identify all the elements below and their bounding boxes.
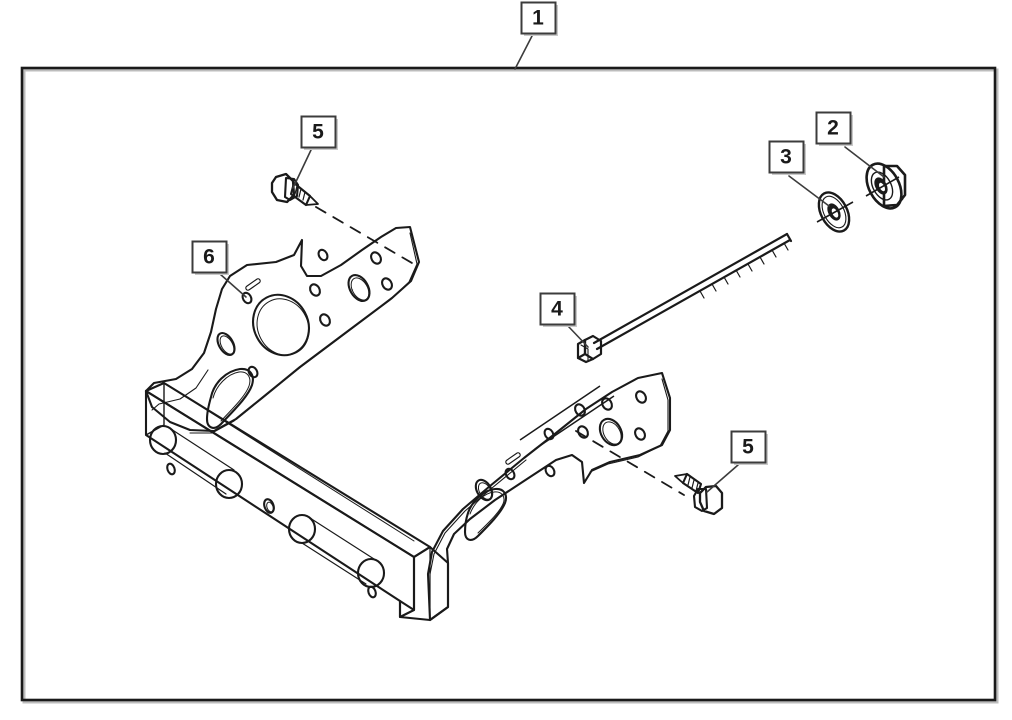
leader-3	[788, 175, 830, 207]
frame-cross-member	[144, 381, 450, 622]
long-bolt	[576, 232, 793, 364]
assembly-lines	[315, 206, 685, 496]
right-bracket-arm	[426, 371, 672, 622]
callout-5-lower[interactable]: 5	[730, 430, 769, 466]
leader-4	[567, 325, 589, 348]
assembly-solid-leads	[519, 385, 615, 450]
callout-1[interactable]: 1	[520, 1, 559, 37]
callout-leaders	[219, 35, 885, 493]
washer	[816, 191, 854, 233]
flange-bolt-upper	[270, 172, 319, 207]
left-bracket-arm	[144, 225, 421, 434]
callout-2[interactable]: 2	[815, 111, 854, 147]
nut	[865, 162, 907, 210]
leader-1	[514, 35, 533, 70]
assembly-frame-border	[20, 66, 999, 704]
leader-5-lower	[706, 464, 739, 493]
long-bolt-head	[576, 334, 603, 364]
mower-deck-frame	[144, 225, 672, 622]
callout-3[interactable]: 3	[768, 140, 807, 176]
callout-6[interactable]: 6	[191, 240, 230, 276]
callout-4[interactable]: 4	[539, 292, 578, 328]
assembly-dash-lower	[575, 430, 685, 496]
callout-5-upper[interactable]: 5	[300, 115, 339, 151]
leader-6	[219, 273, 247, 298]
flange-bolt-lower	[674, 472, 724, 516]
leader-2	[844, 146, 885, 178]
leader-5-upper	[292, 149, 312, 189]
